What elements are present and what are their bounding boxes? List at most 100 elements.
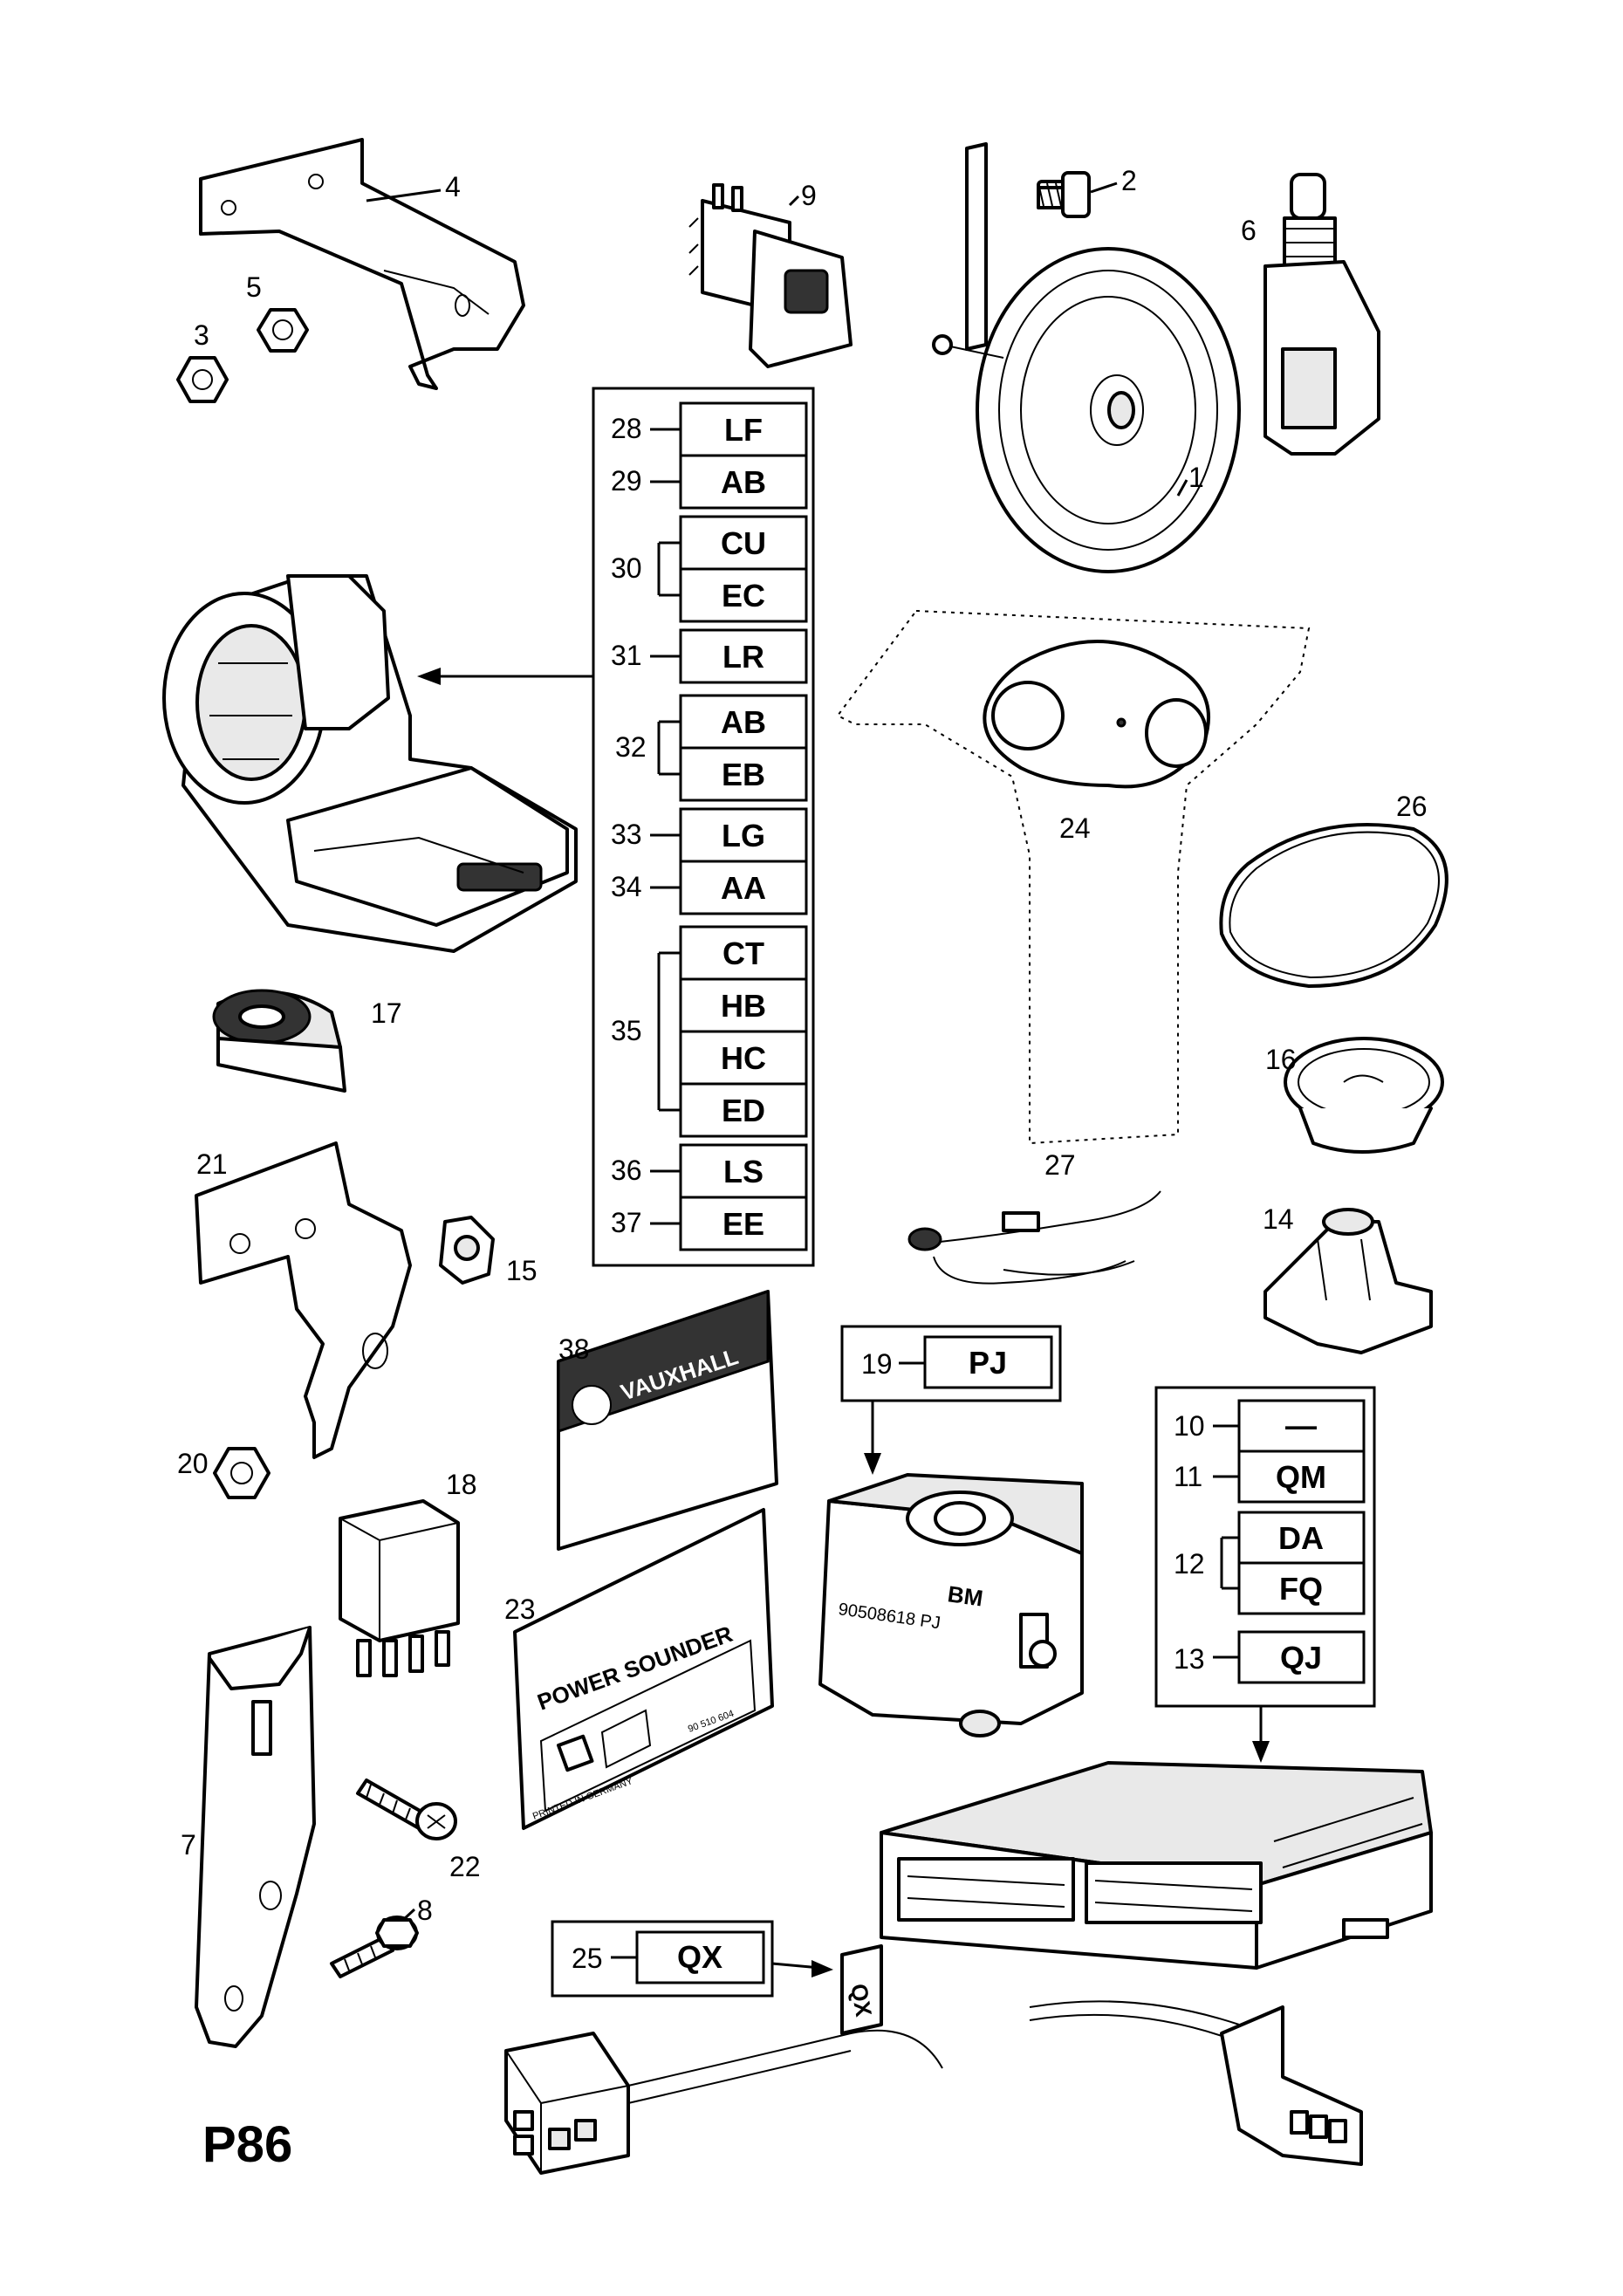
callout-13: 13 [1174,1643,1205,1675]
callout-23: 23 [504,1593,536,1625]
code-CT: CT [722,936,764,971]
arrowhead-25 [812,1960,833,1977]
callout-8: 8 [417,1895,433,1926]
callout-4: 4 [445,171,461,202]
callout-25: 25 [572,1943,603,1974]
code-LG: LG [722,818,765,853]
callout-7: 7 [181,1829,196,1861]
leader-8 [401,1908,416,1922]
code-QX: QX [677,1939,722,1975]
part-7-bracket [195,1626,316,2048]
part-14-clip [1263,1208,1433,1354]
callout-26: 26 [1396,791,1428,822]
part-immobiliser-coil-unit [162,574,578,953]
callout-35: 35 [611,1015,642,1046]
code-dash: — [1285,1408,1317,1443]
leader-1 [1176,479,1188,497]
part-22-screw [356,1779,457,1840]
callout-20: 20 [177,1448,209,1479]
code-table-25: QX 25 [551,1920,774,1998]
callout-22: 22 [449,1851,481,1882]
code-HB: HB [721,988,766,1024]
code-LF: LF [724,412,763,448]
callout-34: 34 [611,871,642,902]
callout-27: 27 [1044,1149,1076,1181]
callout-33: 33 [611,819,642,850]
code-EC: EC [722,578,765,613]
part-23-sounder-label: POWER SOUNDER PRINTED IN GERMANY 90 510 … [513,1508,774,1830]
callout-9: 9 [801,180,817,211]
callout-38: 38 [558,1333,590,1365]
callout-15: 15 [506,1255,538,1286]
part-2-bolt [1037,171,1091,218]
part-3-nut [176,356,229,403]
part-1-horn [932,142,1241,573]
callout-28: 28 [611,413,642,444]
part-4-bracket [199,138,525,390]
part-27-sensor-wire [907,1190,1161,1285]
part-38-label: VAUXHALL [557,1289,778,1551]
part-wiring-harness: QX [504,1944,1363,2175]
part-18-relay [339,1499,460,1677]
callout-18: 18 [446,1469,477,1500]
callout-14: 14 [1263,1203,1294,1235]
part-6-switch [1263,173,1380,456]
page-id: P86 [202,2116,292,2173]
code-AA: AA [721,870,766,906]
part-26-ring [1219,823,1448,988]
part-17-tape [212,989,346,1093]
code-table-ecu: — QM DA FQ QJ 10 11 12 13 [1154,1386,1376,1708]
callout-12: 12 [1174,1548,1205,1580]
callout-16: 16 [1265,1044,1297,1075]
part-ecu-module [880,1761,1433,1970]
code-LR: LR [722,639,764,675]
part-5-nut [257,308,309,353]
harness-tag: QX [846,1982,877,2019]
leader-2 [1090,182,1118,194]
code-EB: EB [722,757,765,792]
code-table-main: LF AB CU EC LR AB EB LG AA CT HB HC ED L… [592,387,815,1267]
part-16-grommet [1284,1037,1444,1154]
callout-30: 30 [611,552,642,584]
code-PJ: PJ [969,1345,1007,1381]
callout-17: 17 [371,997,402,1029]
callout-19: 19 [861,1348,893,1380]
callout-24: 24 [1059,812,1091,844]
callout-31: 31 [611,640,642,671]
code-AB-2: AB [721,704,766,740]
leader-4 [366,188,442,202]
part-8-screw [330,1916,419,1978]
callout-32: 32 [615,731,647,763]
code-LS: LS [723,1154,764,1189]
code-AB: AB [721,464,766,500]
code-table-19: PJ 19 [840,1325,1062,1402]
callout-21: 21 [196,1148,228,1180]
callout-11: 11 [1174,1461,1202,1492]
callout-29: 29 [611,465,642,497]
callout-2: 2 [1121,165,1137,196]
code-QJ: QJ [1280,1640,1322,1676]
part-24-steering-trim [836,609,1311,1145]
code-HC: HC [721,1040,766,1076]
code-EE: EE [722,1206,764,1242]
part-19-siren: BM 90508618 PJ [818,1473,1084,1737]
callout-5: 5 [246,271,262,303]
callout-1: 1 [1188,462,1204,493]
part-20-nut [213,1447,270,1499]
code-QM: QM [1276,1459,1326,1495]
siren-code: BM [946,1580,984,1611]
part-21-bracket [195,1141,412,1459]
code-CU: CU [721,525,766,561]
part-15-nut [439,1216,495,1285]
part-9-switch [688,183,853,368]
leader-9 [788,195,800,207]
callout-10: 10 [1174,1410,1205,1442]
arrowhead-coil [417,668,441,685]
arrowhead-ecu [1252,1741,1270,1763]
callout-37: 37 [611,1207,642,1238]
code-ED: ED [722,1093,765,1128]
code-FQ: FQ [1279,1571,1323,1607]
callout-3: 3 [194,319,209,351]
arrowhead-19 [864,1453,881,1475]
